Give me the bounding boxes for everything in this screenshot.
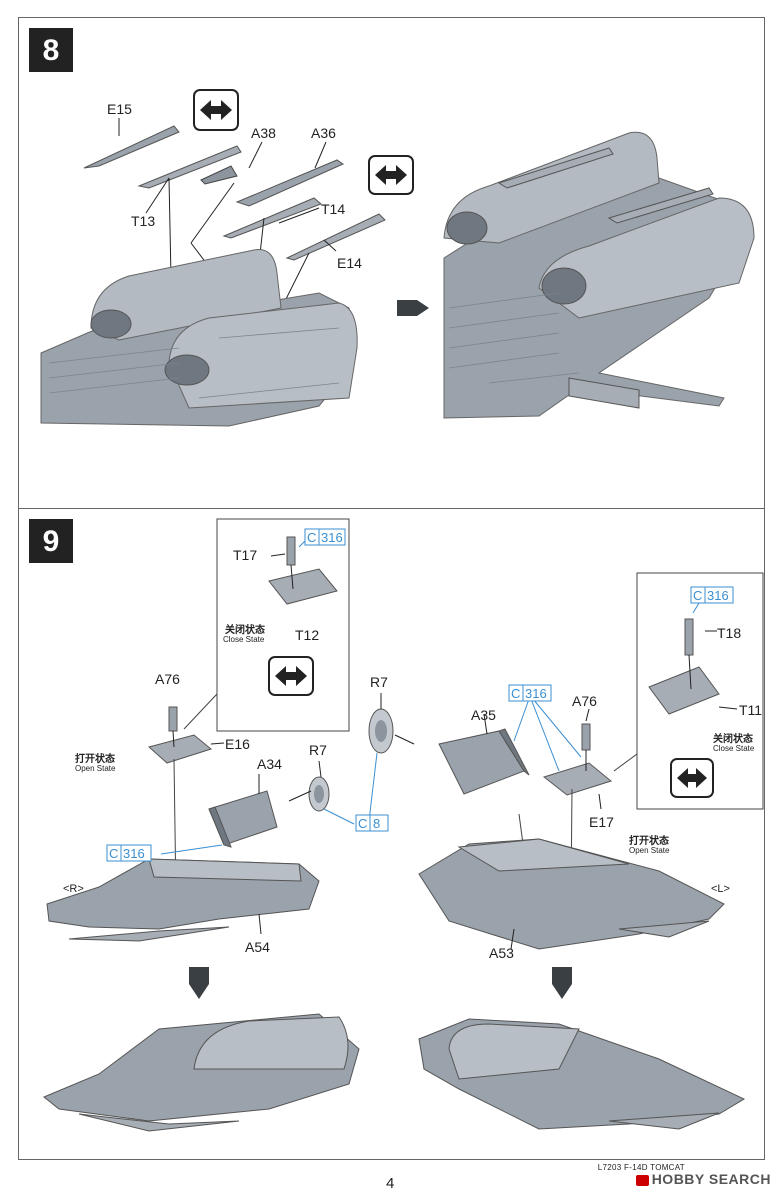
part-a38 (200, 165, 238, 185)
logo-text: HOBBY SEARCH (651, 1171, 771, 1187)
label-a54: A54 (245, 939, 270, 955)
label-r7-mid: R7 (370, 674, 388, 690)
part-t14 (222, 197, 322, 239)
callout-c-prefix: C (109, 846, 118, 861)
callout-c8 (355, 814, 389, 832)
part-e14 (285, 213, 386, 261)
label-t11: T11 (739, 702, 762, 718)
callout-c-prefix: C (511, 686, 520, 701)
hobby-search-logo: HOBBY SEARCH (635, 1171, 771, 1187)
callout-c-prefix: C (693, 588, 702, 603)
step-8-panel: 8 (18, 17, 765, 509)
part-a54-fuselage-half (46, 858, 320, 942)
callout-c316-right-inset (690, 586, 734, 604)
open-state-en-left: Open State (75, 764, 116, 773)
part-a35 (438, 728, 530, 795)
symmetry-arrow-icon (268, 656, 314, 696)
label-a36: A36 (311, 125, 336, 141)
part-t11 (648, 666, 720, 715)
symmetry-arrow-icon (670, 758, 714, 798)
next-arrow-icon (397, 300, 429, 316)
part-e17 (542, 762, 613, 796)
label-e17: E17 (589, 814, 614, 830)
callout-c316-top-label: 316 (321, 530, 343, 545)
down-arrow-icon (552, 967, 572, 999)
label-a35: A35 (471, 707, 496, 723)
open-state-cn-left: 打开状态 (75, 752, 115, 765)
part-a76-right (581, 723, 591, 751)
part-t13 (137, 145, 242, 189)
label-e15: E15 (107, 101, 132, 117)
label-t18: T18 (717, 625, 741, 641)
callout-c-prefix: C (358, 816, 367, 831)
part-r7-wheel (308, 776, 330, 812)
page-number: 4 (386, 1175, 395, 1192)
symmetry-arrow-icon (193, 89, 239, 131)
part-t18 (684, 618, 694, 656)
product-code: L7203 F-14D TOMCAT (597, 1163, 685, 1172)
step-number-badge (29, 519, 73, 563)
label-r7-small: R7 (309, 742, 327, 758)
callout-c-prefix: C (307, 530, 316, 545)
close-state-en-left: Close State (223, 635, 265, 644)
step-number: 9 (43, 525, 60, 558)
callout-c8-label: 8 (373, 816, 380, 831)
callout-c316-mid-label: 316 (525, 686, 547, 701)
part-r7-wheel-large (368, 708, 394, 754)
step-number-badge (29, 28, 73, 72)
label-a34: A34 (257, 756, 282, 772)
label-t13: T13 (131, 213, 155, 229)
label-t17: T17 (233, 547, 257, 563)
symmetry-arrow-icon (368, 155, 414, 195)
label-a76-left: A76 (155, 671, 180, 687)
open-state-en-right: Open State (629, 846, 670, 855)
fuselage-assembly-before (40, 248, 358, 427)
logo-mark-icon (635, 1174, 649, 1186)
a54-assembled (43, 1013, 360, 1132)
label-a53: A53 (489, 945, 514, 961)
label-t14: T14 (321, 201, 345, 217)
part-t17 (286, 536, 296, 566)
label-e14: E14 (337, 255, 362, 271)
part-a36 (235, 159, 345, 207)
step-9-drawing: 9 (29, 518, 764, 1132)
callout-c316-right-label: 316 (707, 588, 729, 603)
label-a38: A38 (251, 125, 276, 141)
part-t12 (268, 568, 338, 605)
callout-c316-mid (508, 684, 552, 702)
part-e16 (147, 734, 213, 764)
part-e15 (83, 125, 180, 169)
step-8-drawing: 8 (29, 28, 755, 427)
step-9-panel: 9 (18, 508, 765, 1160)
close-state-cn-right: 关闭状态 (713, 732, 753, 745)
part-a34 (208, 790, 278, 848)
close-state-en-right: Close State (713, 744, 755, 753)
fuselage-assembly-after (443, 131, 755, 419)
down-arrow-icon (189, 967, 209, 999)
a53-assembled (418, 1018, 746, 1130)
label-e16: E16 (225, 736, 250, 752)
part-a76-left (168, 706, 178, 732)
label-t12: T12 (295, 627, 319, 643)
part-a53-fuselage-half (418, 838, 725, 950)
label-a76-right: A76 (572, 693, 597, 709)
callout-c316-top (304, 528, 346, 546)
label-side-r: <R> (63, 883, 84, 895)
callout-c316-left-label: 316 (123, 846, 145, 861)
callout-c316-left (106, 844, 152, 862)
step-number: 8 (43, 34, 60, 67)
open-state-cn-right: 打开状态 (629, 834, 669, 847)
label-side-l: <L> (711, 883, 730, 895)
close-state-cn-left: 关闭状态 (225, 623, 265, 636)
